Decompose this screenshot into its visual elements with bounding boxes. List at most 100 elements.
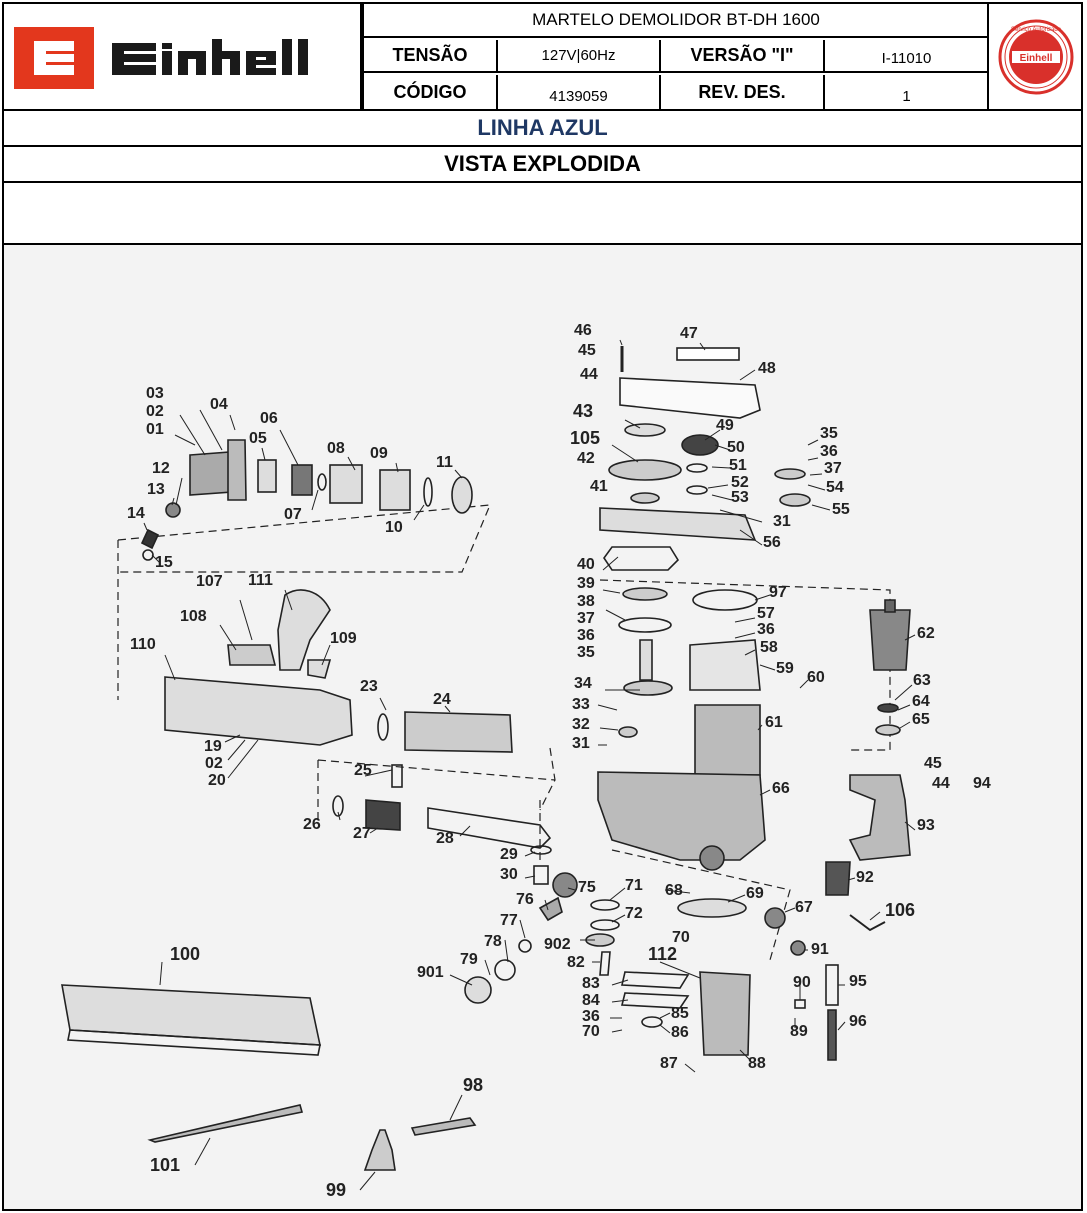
part-label: 36 — [577, 627, 595, 644]
part-label: 26 — [303, 816, 321, 833]
part-label: 101 — [150, 1155, 181, 1175]
part-label: 39 — [577, 575, 595, 592]
part-label: 35 — [820, 425, 838, 442]
part-label: 49 — [716, 417, 734, 434]
part-label: 64 — [912, 693, 930, 710]
part-label: 111 — [248, 572, 273, 589]
part-label: 14 — [127, 505, 145, 522]
part-label: 79 — [460, 951, 478, 968]
authorized-service-seal: Einhell Serviço Autorizado — [990, 4, 1081, 109]
part-label: 87 — [660, 1055, 678, 1072]
part-label: 86 — [671, 1024, 689, 1041]
blank-row — [2, 181, 1083, 245]
part-label: 36 — [582, 1008, 600, 1025]
part-label: 902 — [544, 936, 571, 953]
part-label: 71 — [625, 877, 643, 894]
part-label: 30 — [500, 866, 518, 883]
part-label: 19 — [204, 738, 222, 755]
part-label: 99 — [326, 1180, 347, 1200]
part-label: 15 — [155, 554, 173, 571]
codigo-label: CÓDIGO — [364, 75, 498, 109]
linha-azul: LINHA AZUL — [2, 109, 1083, 147]
part-label: 107 — [196, 573, 223, 590]
part-label: 67 — [795, 899, 813, 916]
part-label: 84 — [582, 992, 600, 1009]
part-label: 03 — [146, 385, 164, 402]
part-label: 04 — [210, 396, 228, 413]
product-title: MARTELO DEMOLIDOR BT-DH 1600 — [364, 4, 988, 38]
part-label: 55 — [832, 501, 850, 518]
part-label: 58 — [760, 639, 778, 656]
part-label: 60 — [807, 669, 825, 686]
part-label: 48 — [758, 360, 776, 377]
part-label: 76 — [516, 891, 534, 908]
part-label: 51 — [729, 457, 747, 474]
part-label: 23 — [360, 678, 378, 695]
part-label: 45 — [924, 755, 942, 772]
part-label: 31 — [572, 735, 590, 752]
part-label: 27 — [353, 825, 371, 842]
rev-value: 1 — [902, 87, 911, 105]
part-label: 01 — [146, 421, 164, 438]
part-label: 83 — [582, 975, 600, 992]
part-label: 72 — [625, 905, 643, 922]
part-label: 59 — [776, 660, 794, 677]
part-label: 78 — [484, 933, 502, 950]
part-label: 45 — [578, 342, 596, 359]
tensao-label: TENSÃO — [364, 40, 498, 73]
part-label: 70 — [582, 1023, 600, 1040]
part-label: 88 — [748, 1055, 766, 1072]
part-label: 09 — [370, 445, 388, 462]
part-label: 20 — [208, 772, 226, 789]
part-label: 10 — [385, 519, 403, 536]
seal-brand-text: Einhell — [1019, 53, 1052, 64]
part-label: 36 — [757, 621, 775, 638]
part-label: 02 — [205, 755, 223, 772]
part-label: 06 — [260, 410, 278, 427]
part-label: 61 — [765, 714, 783, 731]
part-label: 98 — [463, 1075, 484, 1095]
versao-label: VERSÃO "I" — [661, 40, 825, 73]
part-label: 12 — [152, 460, 170, 477]
part-label: 53 — [731, 489, 749, 506]
exploded-view-diagram — [61, 339, 916, 1191]
part-label: 50 — [727, 439, 745, 456]
part-label: 28 — [436, 830, 454, 847]
part-label: 44 — [932, 775, 950, 792]
codigo-value: 4139059 — [498, 75, 661, 109]
part-label: 97 — [769, 584, 787, 601]
part-label: 100 — [170, 944, 201, 964]
part-label: 32 — [572, 716, 590, 733]
part-label: 108 — [180, 608, 207, 625]
part-label: 69 — [746, 885, 764, 902]
part-label: 11 — [436, 454, 453, 471]
part-label: 901 — [417, 964, 444, 981]
part-label: 89 — [790, 1023, 808, 1040]
part-label: 95 — [849, 973, 867, 990]
part-label: 37 — [577, 610, 595, 627]
part-label: 54 — [826, 479, 844, 496]
part-label: 33 — [572, 696, 590, 713]
part-label: 105 — [570, 428, 601, 448]
part-label: 05 — [249, 430, 267, 447]
part-label: 93 — [917, 817, 935, 834]
part-label: 34 — [574, 675, 592, 692]
part-label: 37 — [824, 460, 842, 477]
part-label: 62 — [917, 625, 935, 642]
part-label: 82 — [567, 954, 585, 971]
einhell-logo — [14, 26, 308, 89]
part-label: 24 — [433, 691, 451, 708]
part-label: 110 — [130, 636, 156, 653]
part-label: 46 — [574, 322, 592, 339]
part-label: 90 — [793, 974, 811, 991]
part-label: 40 — [577, 556, 595, 573]
part-label: 35 — [577, 644, 595, 661]
seal-divider — [987, 4, 989, 109]
header-divider — [362, 4, 364, 109]
part-label: 96 — [849, 1013, 867, 1030]
part-label: 13 — [147, 481, 165, 498]
part-label: 68 — [665, 882, 683, 899]
seal-icon: Einhell Serviço Autorizado — [998, 19, 1073, 94]
part-label: 29 — [500, 846, 518, 863]
